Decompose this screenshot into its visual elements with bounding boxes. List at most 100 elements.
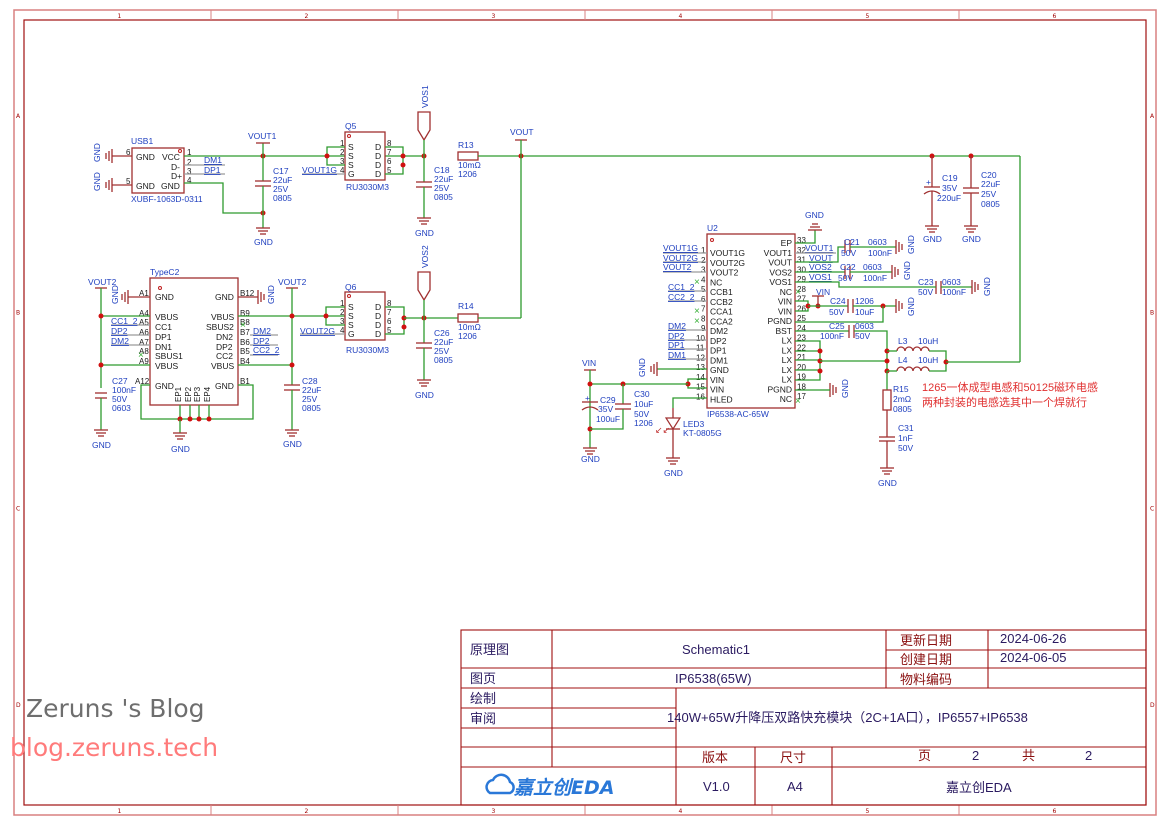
svg-text:0603: 0603 <box>868 237 887 247</box>
gnd-symbol: GND <box>895 297 916 316</box>
gnd-symbol: GND <box>895 235 916 254</box>
plus-sign: + <box>926 177 931 187</box>
page-number: 2 <box>972 748 979 763</box>
pin-name: VOUT1G <box>710 248 745 258</box>
svg-text:C22: C22 <box>840 262 856 272</box>
svg-text:0603: 0603 <box>112 403 131 413</box>
pin-name: GND <box>710 365 729 375</box>
drawn-label: 绘制 <box>470 691 496 706</box>
svg-text:220uF: 220uF <box>937 193 961 203</box>
svg-text:GND: GND <box>902 261 912 280</box>
svg-text:VBUS: VBUS <box>155 361 178 371</box>
svg-text:100uF: 100uF <box>596 414 620 424</box>
pin-name: CCA1 <box>710 307 733 317</box>
watermark-blog-title: Zeruns 's Blog <box>26 694 205 723</box>
led-led3[interactable]: ↙↙ LED3 KT-0805G <box>655 408 722 458</box>
mosfet-q6[interactable]: Q6 RU3030M3 S S S G D D D D 1 2 3 4 8 7 … <box>340 282 392 355</box>
svg-text:25V: 25V <box>434 346 449 356</box>
svg-text:1nF: 1nF <box>898 433 913 443</box>
svg-text:DN2: DN2 <box>216 332 233 342</box>
doc-type-label: 原理图 <box>470 642 509 657</box>
svg-text:C23: C23 <box>918 277 934 287</box>
capacitor-c22[interactable]: C22 50V 0603 100nF <box>838 262 892 283</box>
capacitor-c30[interactable]: C30 10uF 50V 1206 <box>590 384 653 430</box>
inductor-l4[interactable]: L4 10uH <box>896 355 938 372</box>
svg-text:0805: 0805 <box>273 193 292 203</box>
svg-text:100nF: 100nF <box>112 385 136 395</box>
no-connect-icon: × <box>240 320 246 331</box>
svg-text:3: 3 <box>340 157 345 166</box>
pin-number: 12 <box>696 353 705 362</box>
usb1[interactable]: USB1 XUBF-1063D-0311 GND GND VCC D- D+ G… <box>112 136 203 204</box>
jlc-eda-logo: 嘉立创EDA <box>485 773 614 799</box>
capacitor-c17[interactable]: C17 22uF 25V 0805 <box>255 143 292 228</box>
svg-text:GND: GND <box>878 478 897 488</box>
pin-number: 2 <box>701 256 706 265</box>
capacitor-c18[interactable]: C18 22uF 25V 0805 <box>416 140 453 218</box>
svg-text:IP6538-AC-65W: IP6538-AC-65W <box>707 409 769 419</box>
svg-text:25V: 25V <box>981 189 996 199</box>
pin-number: 10 <box>696 334 705 343</box>
net-label-dm2: DM2 <box>668 321 686 331</box>
svg-text:U2: U2 <box>707 223 718 233</box>
pin-name: VIN <box>710 385 724 395</box>
resistor-r14[interactable]: R14 10mΩ 1206 <box>457 301 481 341</box>
capacitor-c28[interactable]: C28 22uF 25V 0805 <box>284 376 321 430</box>
svg-text:GND: GND <box>215 292 234 302</box>
net-label-cc2-2: CC2_2 <box>668 292 695 302</box>
svg-text:KT-0805G: KT-0805G <box>683 428 722 438</box>
capacitor-c20[interactable]: C20 22uF 25V 0805 <box>963 156 1000 226</box>
pin-name: NC <box>780 287 792 297</box>
svg-text:35V: 35V <box>598 404 613 414</box>
svg-text:DP2: DP2 <box>216 342 233 352</box>
net-label-vout1g: VOUT1G <box>663 243 698 253</box>
capacitor-c29[interactable]: + C29 35V 100uF <box>581 393 620 424</box>
pin-number: 32 <box>797 246 806 255</box>
ic-u2[interactable]: U2 IP6538-AC-65W VOUT1G1VOUT2G2VOUT23NC4… <box>696 223 806 419</box>
svg-text:B9: B9 <box>240 309 250 318</box>
net-label-vout2: VOUT2 <box>278 277 307 287</box>
svg-text:EP2: EP2 <box>184 386 193 402</box>
svg-text:7: 7 <box>387 308 392 317</box>
grid-column-label: 2 <box>305 808 309 815</box>
gnd-symbol: GND <box>415 379 434 400</box>
svg-text:1: 1 <box>187 148 192 157</box>
svg-text:0805: 0805 <box>893 404 912 414</box>
grid-column-label: 2 <box>305 13 309 20</box>
svg-text:A1: A1 <box>139 289 149 298</box>
svg-text:D: D <box>375 311 381 321</box>
usb-typec2[interactable]: TypeC2 GND VBUS CC1 DP1 DN1 SBUS1 VBUS G… <box>135 267 255 406</box>
svg-text:1206: 1206 <box>458 169 477 179</box>
resistor-r13[interactable]: R13 10mΩ 1206 <box>457 140 481 179</box>
svg-text:SBUS2: SBUS2 <box>206 322 234 332</box>
pin-number: 30 <box>797 265 806 274</box>
svg-text:GND: GND <box>962 234 981 244</box>
svg-text:DP1: DP1 <box>155 332 172 342</box>
svg-text:0805: 0805 <box>434 192 453 202</box>
svg-text:GND: GND <box>637 358 647 377</box>
pin-name: DM2 <box>710 326 728 336</box>
capacitor-c31[interactable]: C31 1nF 50V <box>879 423 914 453</box>
size-label: 尺寸 <box>780 750 806 765</box>
pin-number: 31 <box>797 256 806 265</box>
gnd-symbol: GND <box>891 261 912 280</box>
capacitor-c21[interactable]: C21 50V 0603 100nF <box>841 237 896 258</box>
capacitor-c24[interactable]: C24 50V 1206 10uF <box>829 296 896 317</box>
pin-number: 22 <box>797 343 806 352</box>
mosfet-q5[interactable]: Q5 RU3030M3 S S S G D D D D 1 2 3 4 8 7 … <box>340 121 392 192</box>
svg-text:1: 1 <box>340 139 345 148</box>
svg-text:0603: 0603 <box>942 277 961 287</box>
pin-number: 4 <box>701 275 706 284</box>
watermark-blog-url: blog.zeruns.tech <box>10 733 219 762</box>
capacitor-c19[interactable]: + C19 35V 220uF <box>923 156 961 226</box>
capacitor-c26[interactable]: C26 22uF 25V 0805 <box>416 300 453 380</box>
inductor-note-line2: 两种封装的电感选其中一个焊就行 <box>922 395 1087 409</box>
svg-text:D: D <box>375 302 381 312</box>
svg-text:C29: C29 <box>600 395 616 405</box>
capacitor-c27[interactable]: C27 100nF 50V 0603 <box>95 376 136 430</box>
grid-column-label: 3 <box>492 13 496 20</box>
svg-text:2: 2 <box>187 158 192 167</box>
inductor-l3[interactable]: L3 10uH <box>896 336 938 352</box>
svg-text:2: 2 <box>340 308 345 317</box>
svg-text:GND: GND <box>136 181 155 191</box>
